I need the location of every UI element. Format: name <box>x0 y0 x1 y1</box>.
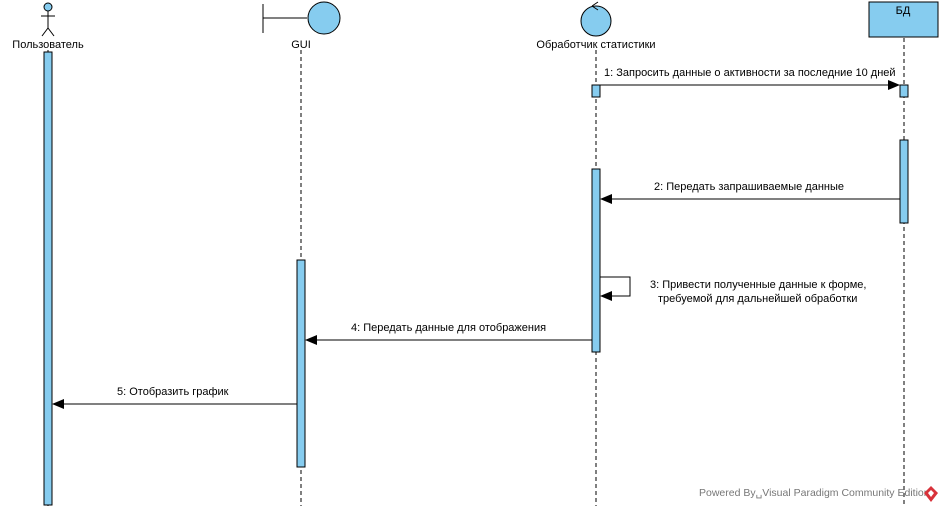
actor-icon <box>41 2 55 37</box>
participant-label-gui: GUI <box>291 39 311 51</box>
message-3-label-line2: требуемой для дальнейшей обработки <box>658 293 858 305</box>
participant-label-stats: Обработчик статистики <box>536 39 656 51</box>
message-4-label: 4: Передать данные для отображения <box>351 322 547 334</box>
message-2-label: 2: Передать запрашиваемые данные <box>654 181 844 193</box>
participant-label-db: БД <box>895 5 911 17</box>
boundary-icon <box>262 1 341 35</box>
message-3-label-line1: 3: Привести полученные данные к форме, <box>650 279 867 291</box>
participant-label-user: Пользователь <box>12 39 84 51</box>
participant-box-db[interactable] <box>868 1 939 38</box>
message-3-self-arrow <box>600 276 631 301</box>
activation-bar-stats-1 <box>591 84 601 98</box>
activation-bar-gui <box>296 259 306 468</box>
activation-bar-db-2 <box>899 139 909 224</box>
activation-bar-user <box>43 51 53 506</box>
activation-bar-stats-2 <box>591 168 601 353</box>
message-1-label: 1: Запросить данные о активности за посл… <box>604 67 896 79</box>
control-icon <box>580 1 612 37</box>
message-5-label: 5: Отобразить график <box>117 386 229 398</box>
activation-bar-db-1 <box>899 84 909 98</box>
visual-paradigm-logo-icon <box>924 486 938 502</box>
watermark-text: Powered By␣Visual Paradigm Community Edi… <box>699 487 930 499</box>
